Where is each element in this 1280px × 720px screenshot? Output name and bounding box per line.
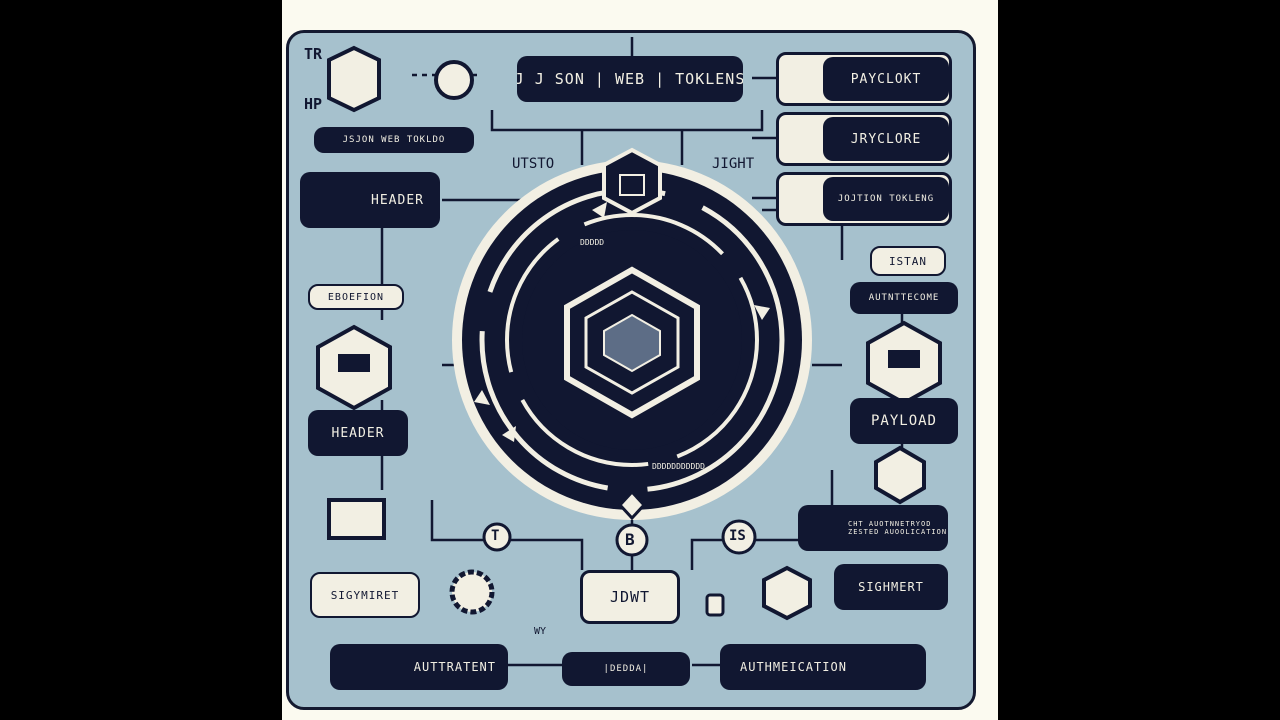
- corner-letter-top: TR: [304, 45, 323, 63]
- monitor-icon: [327, 498, 386, 540]
- payload-pill: PAYLOAD: [850, 398, 958, 444]
- corner-letter-bottom: HP: [304, 95, 323, 113]
- top-small-pill: JSJON WEB TOKLDO: [314, 127, 474, 153]
- right-auth-pill: AUTNTTECOME: [850, 282, 958, 314]
- bottom-mid-pill: |DEDDA|: [562, 652, 690, 686]
- header-pill: HEADER: [308, 410, 408, 456]
- bottom-left-pill: AUTTRATENT: [330, 644, 508, 690]
- ring-label-top: DDDDD: [580, 238, 605, 247]
- connector-top-row: [490, 110, 764, 132]
- ring-arrow-3: [474, 390, 490, 405]
- diagram-graphics: [316, 37, 942, 683]
- cube-icon-right: [874, 445, 926, 505]
- right-note-line-1: CHT AUOTNNETRYOD: [848, 520, 932, 528]
- left-header-pill: HEADER: [300, 172, 440, 228]
- gear-icon: [449, 569, 495, 615]
- center-is-label: IS: [729, 528, 746, 544]
- right-badge: ISTAN: [870, 246, 946, 276]
- infographic-frame: TR HP J J SON | WEB | TOKLENS JSJON WEB …: [282, 0, 998, 720]
- right-card-1-label: PAYCLOKT: [823, 57, 949, 101]
- t-circle: [482, 522, 512, 552]
- sigymiret-card: SIGYMIRET: [310, 572, 420, 618]
- shield-leaf-icon: [327, 45, 381, 113]
- right-card-2-label: JRYCLORE: [823, 117, 949, 161]
- right-note-pill: CHT AUOTNNETRYOD ZESTED AUOOLICATION: [798, 505, 948, 551]
- right-note-line-2: ZESTED AUOOLICATION: [848, 528, 948, 536]
- jdwt-card: JDWT: [580, 570, 680, 624]
- center-t-label: T: [491, 528, 500, 544]
- ring-label-bottom: DDDDDDDDDDD: [652, 462, 705, 471]
- center-b-label: B: [625, 530, 635, 549]
- is-circle: [721, 519, 757, 555]
- hexagon-inner: [584, 290, 680, 395]
- ring-arrow-4: [502, 426, 516, 442]
- bottom-right-pill: AUTHMEICATION: [720, 644, 926, 690]
- connector-mid: [580, 130, 684, 165]
- layers-left-stack: [338, 354, 370, 372]
- lock-icon: [705, 593, 725, 617]
- diamond-icon: [617, 489, 647, 521]
- ring-arrow-2: [754, 305, 770, 320]
- right-card-2: JRYCLORE: [776, 112, 952, 166]
- small-wy-label: WY: [534, 626, 547, 637]
- right-card-3: JOJTION TOKLENG: [776, 172, 952, 226]
- right-card-1: PAYCLOKT: [776, 52, 952, 106]
- title-pill: J J SON | WEB | TOKLENS: [517, 56, 743, 102]
- layers-right-stack: [888, 350, 920, 368]
- ring-arrow-1: [592, 202, 607, 218]
- badge-icon: [434, 60, 474, 100]
- mid-label-left: UTSTO: [512, 156, 555, 172]
- b-circle: [615, 523, 649, 557]
- hexagon-gem: [603, 313, 661, 373]
- left-badge: EBOEFION: [308, 284, 404, 310]
- sighmert-pill: SIGHMERT: [834, 564, 948, 610]
- cube-face: [619, 174, 645, 196]
- user-icon: [762, 565, 812, 621]
- right-card-3-label: JOJTION TOKLENG: [823, 177, 949, 221]
- cube-icon: [602, 147, 662, 216]
- mid-label-right: JIGHT: [712, 156, 755, 172]
